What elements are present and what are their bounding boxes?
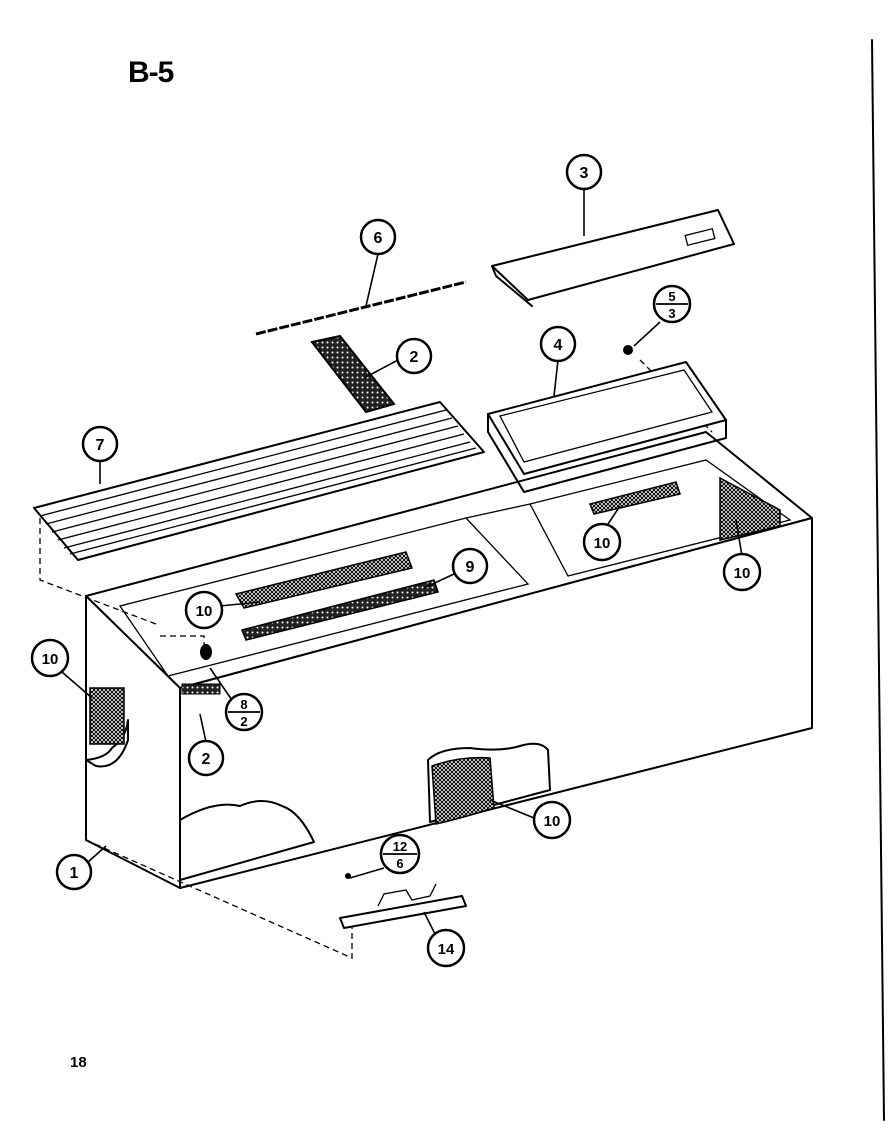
svg-text:3: 3 bbox=[580, 165, 589, 182]
callout-3: 3 bbox=[565, 153, 603, 191]
svg-text:10: 10 bbox=[734, 565, 751, 582]
page-number: 18 bbox=[70, 1054, 87, 1071]
control-tray bbox=[487, 361, 727, 493]
svg-text:3: 3 bbox=[668, 306, 675, 321]
diagram-title: B-5 bbox=[128, 56, 174, 89]
callout-1: 1 bbox=[55, 853, 93, 891]
callout-10-right-side: 10 bbox=[722, 552, 762, 592]
callout-14: 14 bbox=[426, 928, 466, 968]
svg-text:7: 7 bbox=[96, 437, 105, 454]
svg-text:2: 2 bbox=[240, 714, 247, 729]
fastener bbox=[200, 644, 212, 660]
callout-10-top: 10 bbox=[184, 590, 224, 630]
svg-text:8: 8 bbox=[240, 697, 247, 712]
svg-text:2: 2 bbox=[410, 349, 419, 366]
callout-10-front: 10 bbox=[532, 800, 572, 840]
callout-5-over-3: 5 3 bbox=[652, 284, 692, 324]
foam-block bbox=[310, 334, 396, 414]
svg-text:6: 6 bbox=[396, 856, 403, 871]
svg-text:9: 9 bbox=[466, 559, 475, 576]
callout-10-left: 10 bbox=[30, 638, 70, 678]
svg-text:14: 14 bbox=[438, 941, 455, 958]
svg-text:10: 10 bbox=[594, 535, 611, 552]
damper-strip bbox=[240, 579, 439, 641]
svg-text:4: 4 bbox=[554, 337, 563, 354]
screw bbox=[623, 345, 633, 355]
grille bbox=[33, 401, 485, 561]
callout-10-right-filter: 10 bbox=[582, 522, 622, 562]
callout-2-lower: 2 bbox=[187, 739, 225, 777]
right-filter bbox=[588, 481, 681, 515]
mounting-bracket bbox=[339, 895, 467, 929]
svg-text:12: 12 bbox=[393, 839, 407, 854]
callout-12-over-6: 12 6 bbox=[379, 833, 421, 875]
svg-text:10: 10 bbox=[196, 603, 213, 620]
svg-text:6: 6 bbox=[374, 230, 383, 247]
svg-text:10: 10 bbox=[544, 813, 561, 830]
svg-text:1: 1 bbox=[70, 865, 79, 882]
callout-4: 4 bbox=[539, 325, 577, 363]
top-cover bbox=[491, 209, 735, 307]
page-edge bbox=[871, 39, 885, 1121]
callout-6: 6 bbox=[359, 218, 397, 256]
callout-2-upper: 2 bbox=[395, 337, 433, 375]
rod bbox=[255, 280, 467, 336]
seal-strip bbox=[181, 683, 221, 695]
callout-9: 9 bbox=[451, 547, 489, 585]
svg-text:10: 10 bbox=[42, 651, 59, 668]
svg-text:5: 5 bbox=[668, 289, 675, 304]
svg-text:2: 2 bbox=[202, 751, 211, 768]
callout-8-over-2: 8 2 bbox=[224, 692, 264, 732]
callout-7: 7 bbox=[81, 425, 119, 463]
